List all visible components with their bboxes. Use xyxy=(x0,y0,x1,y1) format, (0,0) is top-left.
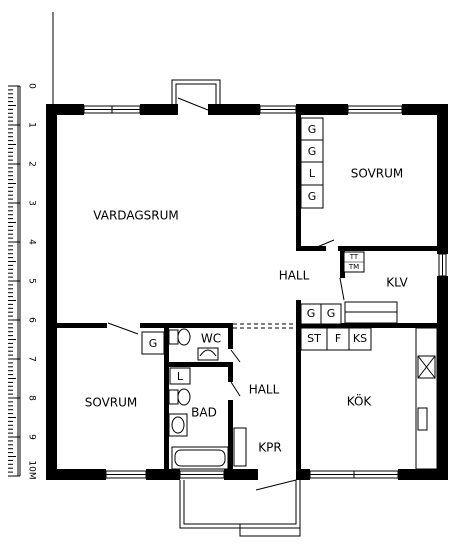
wc-fixtures xyxy=(168,328,219,361)
st-label: ST xyxy=(307,332,321,345)
closet-g2-label: G xyxy=(308,145,317,158)
tm-label: TM xyxy=(348,263,359,271)
room-wc: WC xyxy=(201,332,221,346)
room-sovrum-bottom: SOVRUM xyxy=(85,396,138,410)
room-hall-lower: HALL xyxy=(249,383,280,397)
closet-g1-label: G xyxy=(308,123,317,136)
sovrum-g-label: G xyxy=(149,337,158,350)
ks-label: KS xyxy=(353,332,367,345)
hall-g2-label: G xyxy=(327,307,336,320)
room-klv: KLV xyxy=(386,276,408,290)
hall-closets xyxy=(300,303,342,325)
entrance-porch xyxy=(179,479,301,537)
balcony-top xyxy=(171,79,221,111)
room-kpr: KPR xyxy=(258,441,281,455)
scale-label-3: 3 xyxy=(27,200,37,206)
scale-label-10: 10M xyxy=(27,460,37,479)
tt-label: TT xyxy=(349,253,359,261)
scale-label-4: 4 xyxy=(27,239,37,245)
windows xyxy=(83,105,447,479)
room-vardagsrum: VARDAGSRUM xyxy=(93,209,178,223)
doors xyxy=(107,239,345,397)
exterior-walls xyxy=(46,104,448,480)
scale-label-7: 7 xyxy=(27,356,37,362)
scale-label-0: 0 xyxy=(27,83,37,89)
bath-l-box xyxy=(169,367,191,385)
closet-column xyxy=(300,117,324,209)
interior-walls xyxy=(57,115,437,469)
f-label: F xyxy=(335,332,341,345)
room-sovrum-top: SOVRUM xyxy=(351,167,404,181)
scale-label-6: 6 xyxy=(27,317,37,323)
bath-l-label: L xyxy=(177,370,184,383)
kitchen-units xyxy=(300,327,438,470)
room-kok: KÖK xyxy=(347,393,373,409)
scale-label-5: 5 xyxy=(27,278,37,284)
scale-ruler xyxy=(8,85,21,477)
scale-label-9: 9 xyxy=(27,434,37,440)
closet-l-label: L xyxy=(309,167,316,180)
dashed-openings xyxy=(233,323,296,329)
scale-label-1: 1 xyxy=(27,122,37,128)
hall-g1-label: G xyxy=(307,307,316,320)
closet-g3-label: G xyxy=(308,190,317,203)
room-bad: BAD xyxy=(191,406,217,420)
scale-labels: 0 1 2 3 4 5 6 7 8 9 10M xyxy=(27,83,37,479)
bath-fixtures xyxy=(168,388,247,470)
klv-shelf xyxy=(344,301,398,324)
room-hall-upper: HALL xyxy=(279,269,310,283)
scale-label-8: 8 xyxy=(27,395,37,401)
sovrum-closet xyxy=(141,331,165,355)
scale-label-2: 2 xyxy=(27,161,37,167)
